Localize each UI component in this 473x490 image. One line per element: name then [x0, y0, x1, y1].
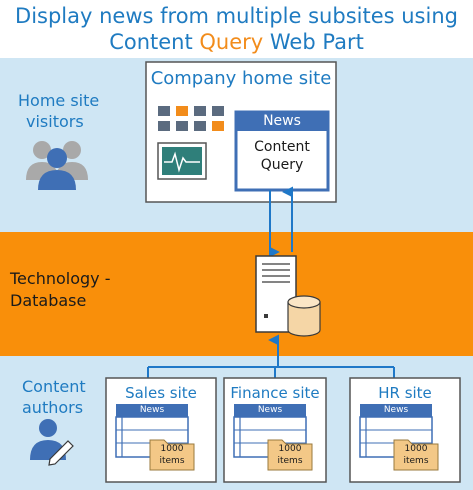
hr-items-count: 1000 — [404, 444, 428, 454]
title-line-2-end: Web Part — [263, 30, 364, 54]
title-highlight: Query — [199, 30, 264, 54]
tiles-icon — [158, 106, 224, 131]
finance-site-title: Finance site — [230, 384, 320, 402]
finance-items-badge: 1000 items — [268, 443, 312, 467]
title-line-2: Content Query Web Part — [0, 30, 473, 54]
database-label-1: Technology - — [10, 269, 111, 288]
content-query-line-1: Content — [254, 139, 310, 155]
sales-site-box — [105, 377, 217, 483]
monitor-icon — [157, 142, 207, 180]
hr-items-unit: items — [403, 456, 429, 466]
title-line-2-start: Content — [109, 30, 200, 54]
sales-items-unit: items — [159, 456, 185, 466]
news-header: News — [263, 113, 301, 129]
finance-news-label: News — [257, 405, 283, 415]
database-band — [0, 232, 473, 356]
visitors-label-1: Home site — [18, 91, 100, 110]
hr-site-box — [349, 377, 461, 483]
database-label-2: Database — [10, 291, 87, 310]
sales-site-title: Sales site — [125, 384, 197, 402]
news-webpart-header — [236, 112, 328, 131]
database-icon — [287, 295, 321, 337]
hr-news-label: News — [383, 405, 409, 415]
visitors-people-icon — [26, 141, 88, 190]
finance-items-count: 1000 — [278, 444, 302, 454]
visitors-label-2: visitors — [26, 112, 84, 131]
authors-label-2: authors — [22, 398, 84, 417]
home-site-title: Company home site — [150, 68, 332, 89]
sales-items-count: 1000 — [160, 444, 184, 454]
finance-items-unit: items — [277, 456, 303, 466]
authors-label-1: Content — [22, 377, 86, 396]
hr-site-title: HR site — [378, 384, 432, 402]
content-query-line-2: Query — [260, 157, 304, 173]
title-line-1: Display news from multiple subsites usin… — [15, 4, 458, 28]
server-icon — [255, 255, 297, 333]
hr-items-badge: 1000 items — [394, 443, 438, 467]
finance-site-box — [223, 377, 327, 483]
author-person-icon — [30, 419, 74, 466]
sales-items-badge: 1000 items — [150, 443, 194, 467]
sales-news-label: News — [139, 405, 165, 415]
